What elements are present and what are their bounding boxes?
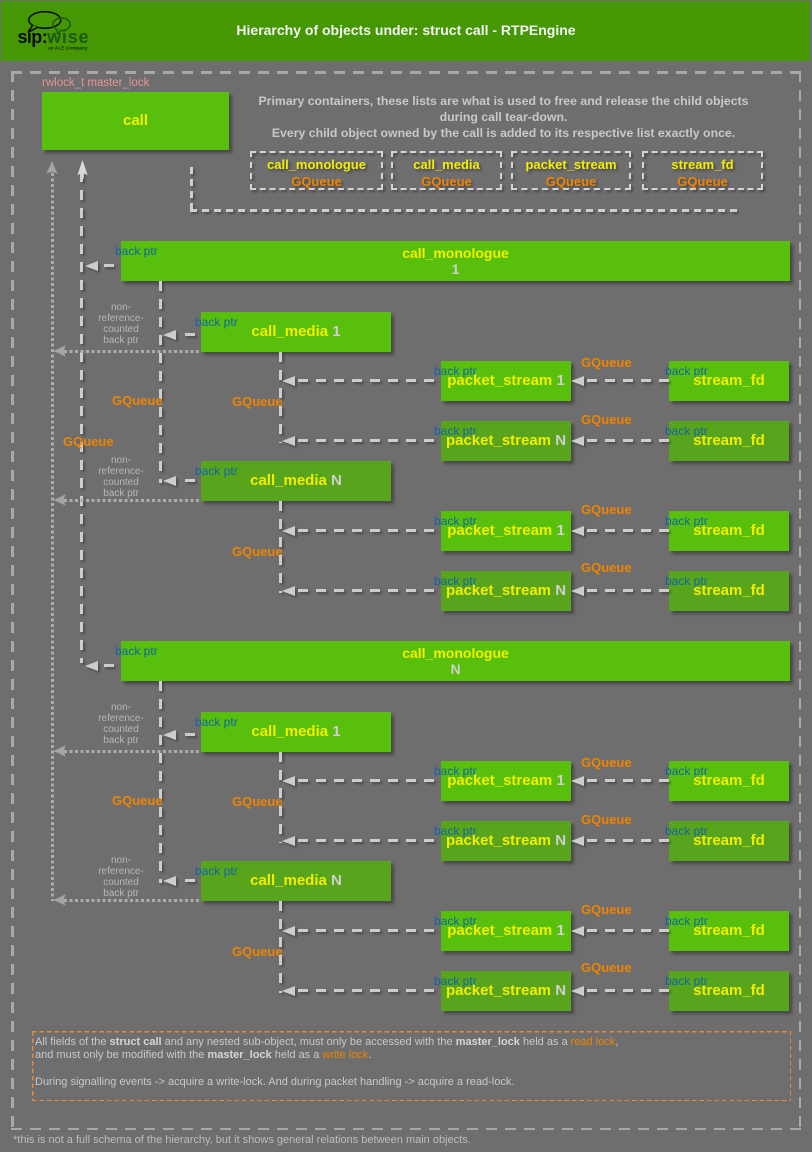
svg-text:sip:wise: sip:wise [18, 27, 90, 47]
svg-text:an ALE Company: an ALE Company [48, 46, 88, 52]
